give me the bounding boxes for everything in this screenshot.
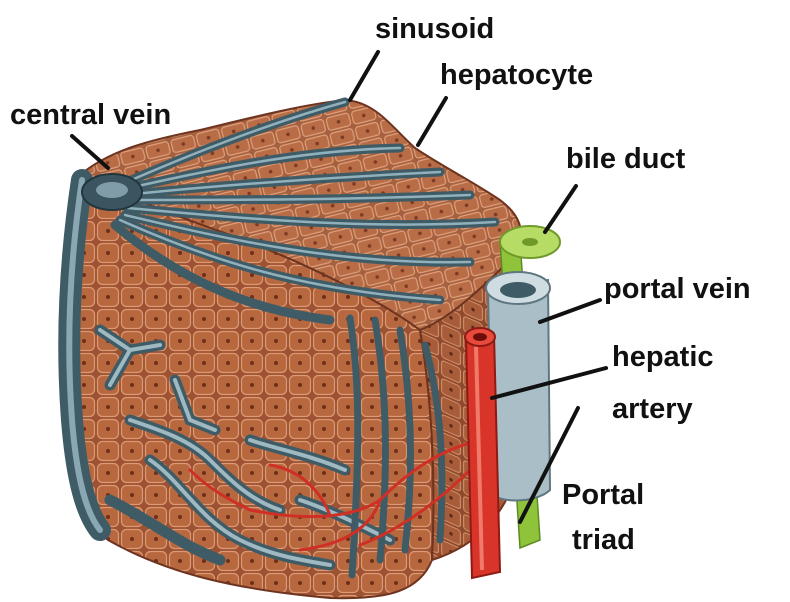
portal-triad-label-line2: triad (572, 523, 635, 557)
bile-duct-label: bile duct (566, 142, 685, 176)
sinusoid-leader (350, 52, 378, 100)
central-vein-leader (72, 136, 108, 168)
central-vein-label: central vein (10, 98, 171, 132)
hepatic-artery (465, 328, 500, 578)
hepatic-artery-label-line2: artery (612, 392, 693, 426)
sinusoid-label: sinusoid (375, 12, 494, 46)
bile-duct-leader (545, 186, 576, 232)
hepatocyte-leader (418, 98, 446, 145)
hepatic-artery-label-line1: hepatic (612, 340, 714, 374)
portal-triad-label-line1: Portal (562, 478, 644, 512)
portal-vein-label: portal vein (604, 272, 751, 306)
hepatocyte-label: hepatocyte (440, 58, 593, 92)
